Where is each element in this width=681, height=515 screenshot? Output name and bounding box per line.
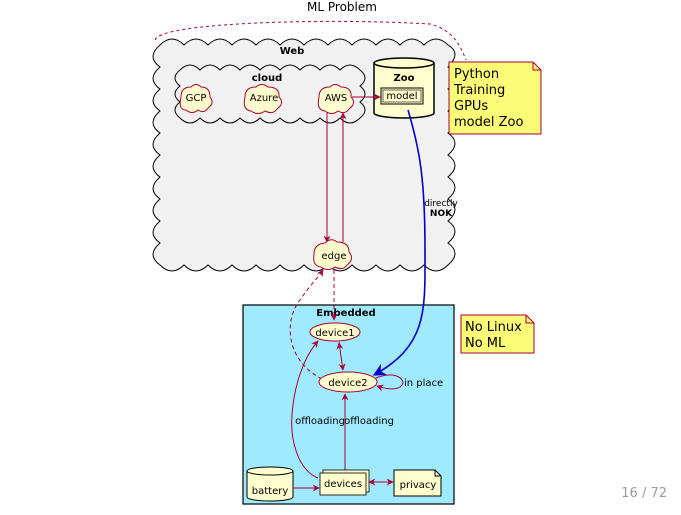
in-place-loop: [375, 374, 404, 392]
edge-label: edge: [322, 251, 347, 262]
provider-aws: AWS: [317, 84, 355, 114]
python-note-line4: model Zoo: [454, 115, 523, 130]
diagram-title: ML Problem: [307, 0, 377, 14]
model-box: [380, 87, 424, 105]
directly-label: directly: [424, 199, 458, 209]
provider-azure: Azure: [243, 84, 283, 114]
devices-device1-arrow: [291, 340, 319, 479]
model-device2-arrow: [372, 109, 426, 376]
python-note-line1: Python: [454, 67, 499, 82]
battery-db: battery: [246, 466, 294, 502]
page-number: 16 / 72: [621, 486, 667, 501]
python-note: Python Training GPUs model Zoo: [448, 61, 542, 135]
embedded-label: Embedded: [316, 308, 375, 319]
devices-label: devices: [324, 479, 362, 490]
model-label: model: [386, 91, 417, 102]
offloading-right-label: offloading: [344, 416, 394, 427]
cloud-label: cloud: [252, 73, 283, 84]
device1-label: device1: [315, 328, 354, 339]
device2-label: device2: [328, 378, 367, 389]
offloading-left-label: offloading: [295, 416, 345, 427]
web-label: Web: [280, 46, 305, 57]
python-note-line3: GPUs: [454, 99, 488, 114]
provider-azure-label: Azure: [250, 93, 278, 104]
nok-label: NOK: [430, 209, 453, 219]
provider-gcp-label: GCP: [186, 93, 207, 104]
devices-node: devices: [319, 469, 370, 496]
privacy-label: privacy: [400, 480, 437, 491]
battery-label: battery: [252, 486, 289, 497]
device2-node: device2: [318, 371, 378, 393]
zoo-label: Zoo: [394, 73, 415, 84]
python-note-line2: Training: [453, 83, 505, 98]
privacy-node: privacy: [393, 469, 442, 497]
provider-gcp: GCP: [179, 84, 213, 113]
embedded-note-line1: No Linux: [465, 320, 522, 335]
device2-device1-arrow: [336, 342, 344, 371]
zoo-database: Zoo model: [373, 57, 435, 119]
in-place-label: in place: [404, 378, 443, 389]
provider-aws-label: AWS: [325, 93, 348, 104]
device2-edge-arrow: [289, 269, 324, 380]
embedded-note-line2: No ML: [465, 336, 506, 351]
embedded-note: No Linux No ML: [460, 314, 535, 354]
device1-node: device1: [309, 322, 361, 342]
edge-node: edge: [313, 239, 353, 270]
